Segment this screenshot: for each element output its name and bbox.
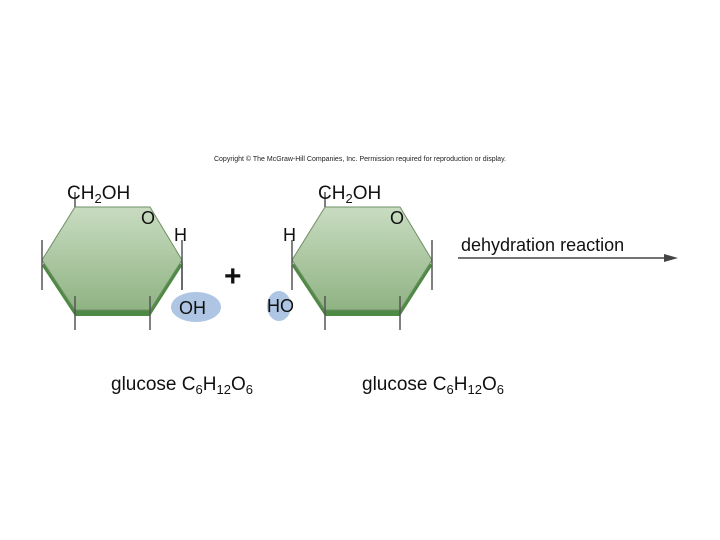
right-ch2oh-label: CH2OH <box>318 183 382 206</box>
reaction-label: dehydration reaction <box>461 235 625 255</box>
oh-highlight <box>171 292 221 322</box>
right-ring-oxygen: O <box>390 208 405 228</box>
right-h-label: H <box>283 225 296 245</box>
left-ring-oxygen: O <box>141 208 156 228</box>
left-glucose-ring <box>41 192 183 330</box>
left-h-label: H <box>174 225 187 245</box>
right-glucose-caption: glucose C6H12O6 <box>362 374 504 397</box>
ho-highlight <box>267 291 291 321</box>
right-glucose-ring <box>291 192 433 330</box>
copyright-notice: Copyright © The McGraw-Hill Companies, I… <box>213 156 506 163</box>
plus-sign: + <box>224 260 242 293</box>
left-oh-label: OH <box>179 298 206 318</box>
left-glucose-caption: glucose C6H12O6 <box>111 374 253 397</box>
right-ho-label: HO <box>267 296 294 316</box>
reaction-arrow <box>458 254 678 262</box>
left-ch2oh-label: CH2OH <box>67 183 131 206</box>
